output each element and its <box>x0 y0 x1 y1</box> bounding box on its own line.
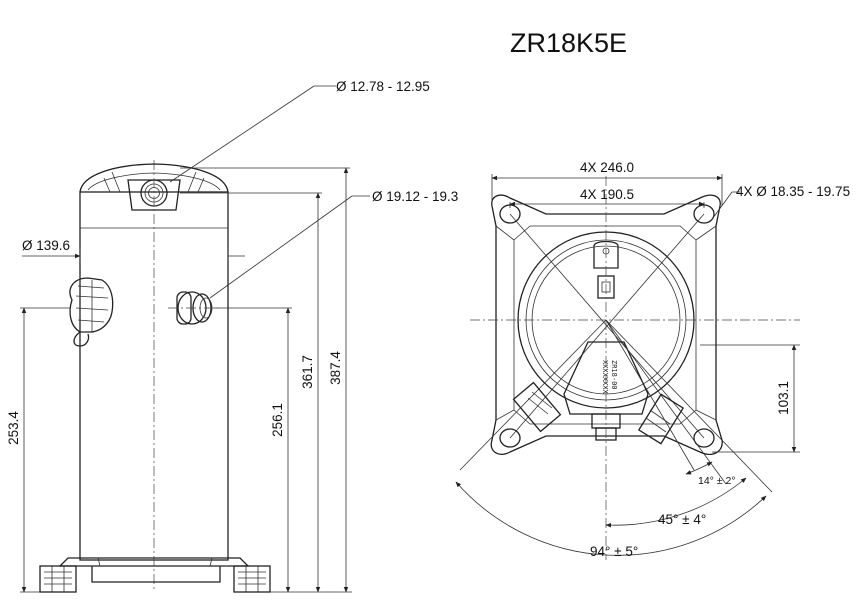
angle-small-label: 14° ± 2° <box>698 475 736 487</box>
shell-diameter-label: Ø 139.6 <box>22 238 70 253</box>
fitting-left <box>512 381 562 433</box>
side-connection-diameter-label: Ø 19.12 - 19.3 <box>372 189 458 204</box>
top-connection-diameter-label: Ø 12.78 - 12.95 <box>336 79 430 94</box>
fitting-right <box>637 393 685 445</box>
side-connection-height-label: 256.1 <box>270 403 285 437</box>
etched-model: ZR18-00 <box>610 360 618 390</box>
top-connection-height-label: 361.7 <box>300 355 315 389</box>
side-fitting <box>168 291 218 325</box>
offset-label: 103.1 <box>776 381 791 415</box>
inner-mount-spacing-label: 4X 190.5 <box>580 187 634 202</box>
base-plate <box>39 557 271 593</box>
angle-medium-label: 45° ± 4° <box>658 512 706 527</box>
top-view: XXXXXXXX ZR18-00 4X 246.0 4X <box>455 160 850 560</box>
mount-hole-diameter-label: 4X Ø 18.35 - 19.75 <box>736 184 850 199</box>
outer-mount-spacing-label: 4X 246.0 <box>580 160 634 175</box>
terminal-height-label: 253.4 <box>6 411 21 445</box>
angle-large-label: 94° ± 5° <box>590 544 638 559</box>
side-view: Ø 139.6 Ø 12.78 - 12.95 Ø 19.12 - 19.3 3… <box>6 79 458 593</box>
terminal-box <box>69 277 114 347</box>
overall-height-label: 387.4 <box>328 351 343 385</box>
etched-serial: XXXXXXXX <box>601 360 609 395</box>
model-title: ZR18K5E <box>510 28 627 58</box>
